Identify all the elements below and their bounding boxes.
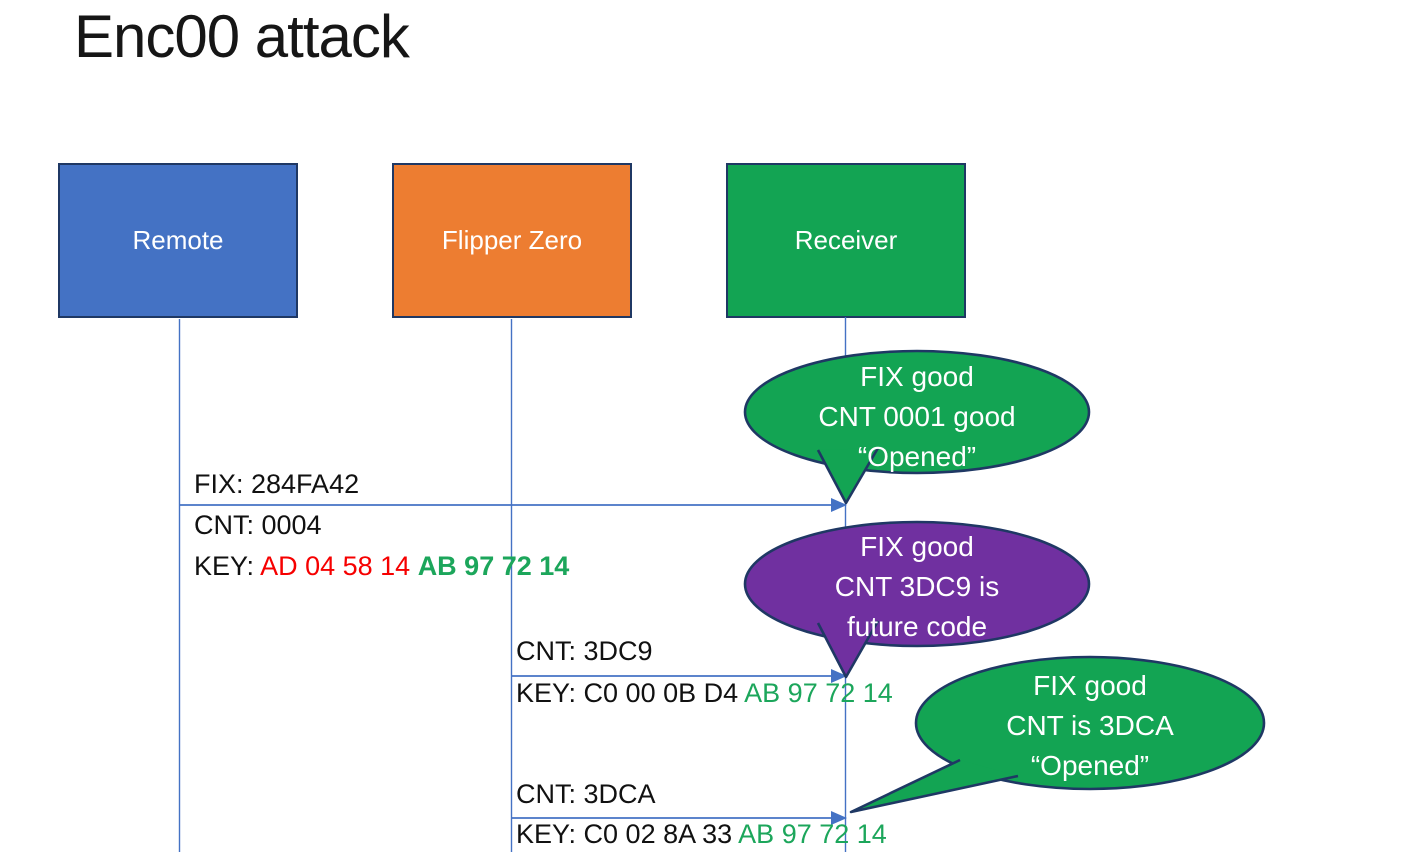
callout-3-line-1: FIX good [1033, 670, 1147, 701]
callout-2-line-2: CNT 3DC9 is [834, 571, 1000, 602]
callout-1-line-1: FIX good [860, 361, 974, 392]
arrowhead-2 [831, 669, 847, 683]
callout-1-line-3: “Opened” [857, 441, 977, 472]
callout-2-line-3: future code [846, 611, 988, 642]
callout-1-text: FIX good CNT 0001 good “Opened” [737, 357, 1097, 477]
callout-3-line-2: CNT is 3DCA [1006, 710, 1174, 741]
message-1-cnt-label: CNT: 0004 [194, 510, 322, 540]
callout-2-bubble [743, 520, 1091, 679]
message-1-key-green-segment: AB 97 72 14 [417, 551, 570, 581]
message-1-key-red-segment: AD 04 58 14 [260, 551, 418, 581]
callout-3-bubble [849, 655, 1266, 814]
slide-title: Enc00 attack [74, 3, 410, 70]
message-2-cnt-label: CNT: 3DC9 [516, 636, 653, 666]
actor-box-remote: Remote [58, 163, 298, 318]
message-1-key-label: KEY: AD 04 58 14 AB 97 72 14 [194, 549, 569, 583]
message-1-key-prefix: KEY: [194, 551, 261, 581]
message-3-key-label: KEY: C0 02 8A 33 AB 97 72 14 [516, 817, 887, 851]
message-2-key-label: KEY: C0 00 0B D4 AB 97 72 14 [516, 676, 893, 710]
message-2-key-black-segment: KEY: C0 00 0B D4 [516, 678, 745, 708]
callout-2-text: FIX good CNT 3DC9 is future code [737, 527, 1097, 647]
message-3-key-green-segment: AB 97 72 14 [738, 819, 887, 849]
message-3-key-black-segment: KEY: C0 02 8A 33 [516, 819, 739, 849]
message-3-cnt-label: CNT: 3DCA [516, 779, 656, 809]
message-1-fix-label: FIX: 284FA42 [194, 469, 360, 499]
actor-label-flipper-zero: Flipper Zero [441, 225, 583, 255]
actor-box-flipper-zero: Flipper Zero [392, 163, 632, 318]
message-2-key-green-segment: AB 97 72 14 [744, 678, 893, 708]
message-arrow-1 [180, 498, 847, 512]
arrowhead-1 [831, 498, 847, 512]
message-arrow-2 [512, 669, 847, 683]
callout-1-bubble [743, 349, 1091, 505]
actor-box-receiver: Receiver [726, 163, 966, 318]
callout-3-line-3: “Opened” [1030, 750, 1150, 781]
actor-label-receiver: Receiver [794, 225, 898, 255]
callout-2-line-1: FIX good [860, 531, 974, 562]
arrowhead-3 [831, 811, 847, 825]
actor-label-remote: Remote [132, 225, 224, 255]
callout-3-text: FIX good CNT is 3DCA “Opened” [910, 666, 1270, 786]
callout-1-line-2: CNT 0001 good [818, 401, 1016, 432]
message-arrow-3 [512, 811, 847, 825]
